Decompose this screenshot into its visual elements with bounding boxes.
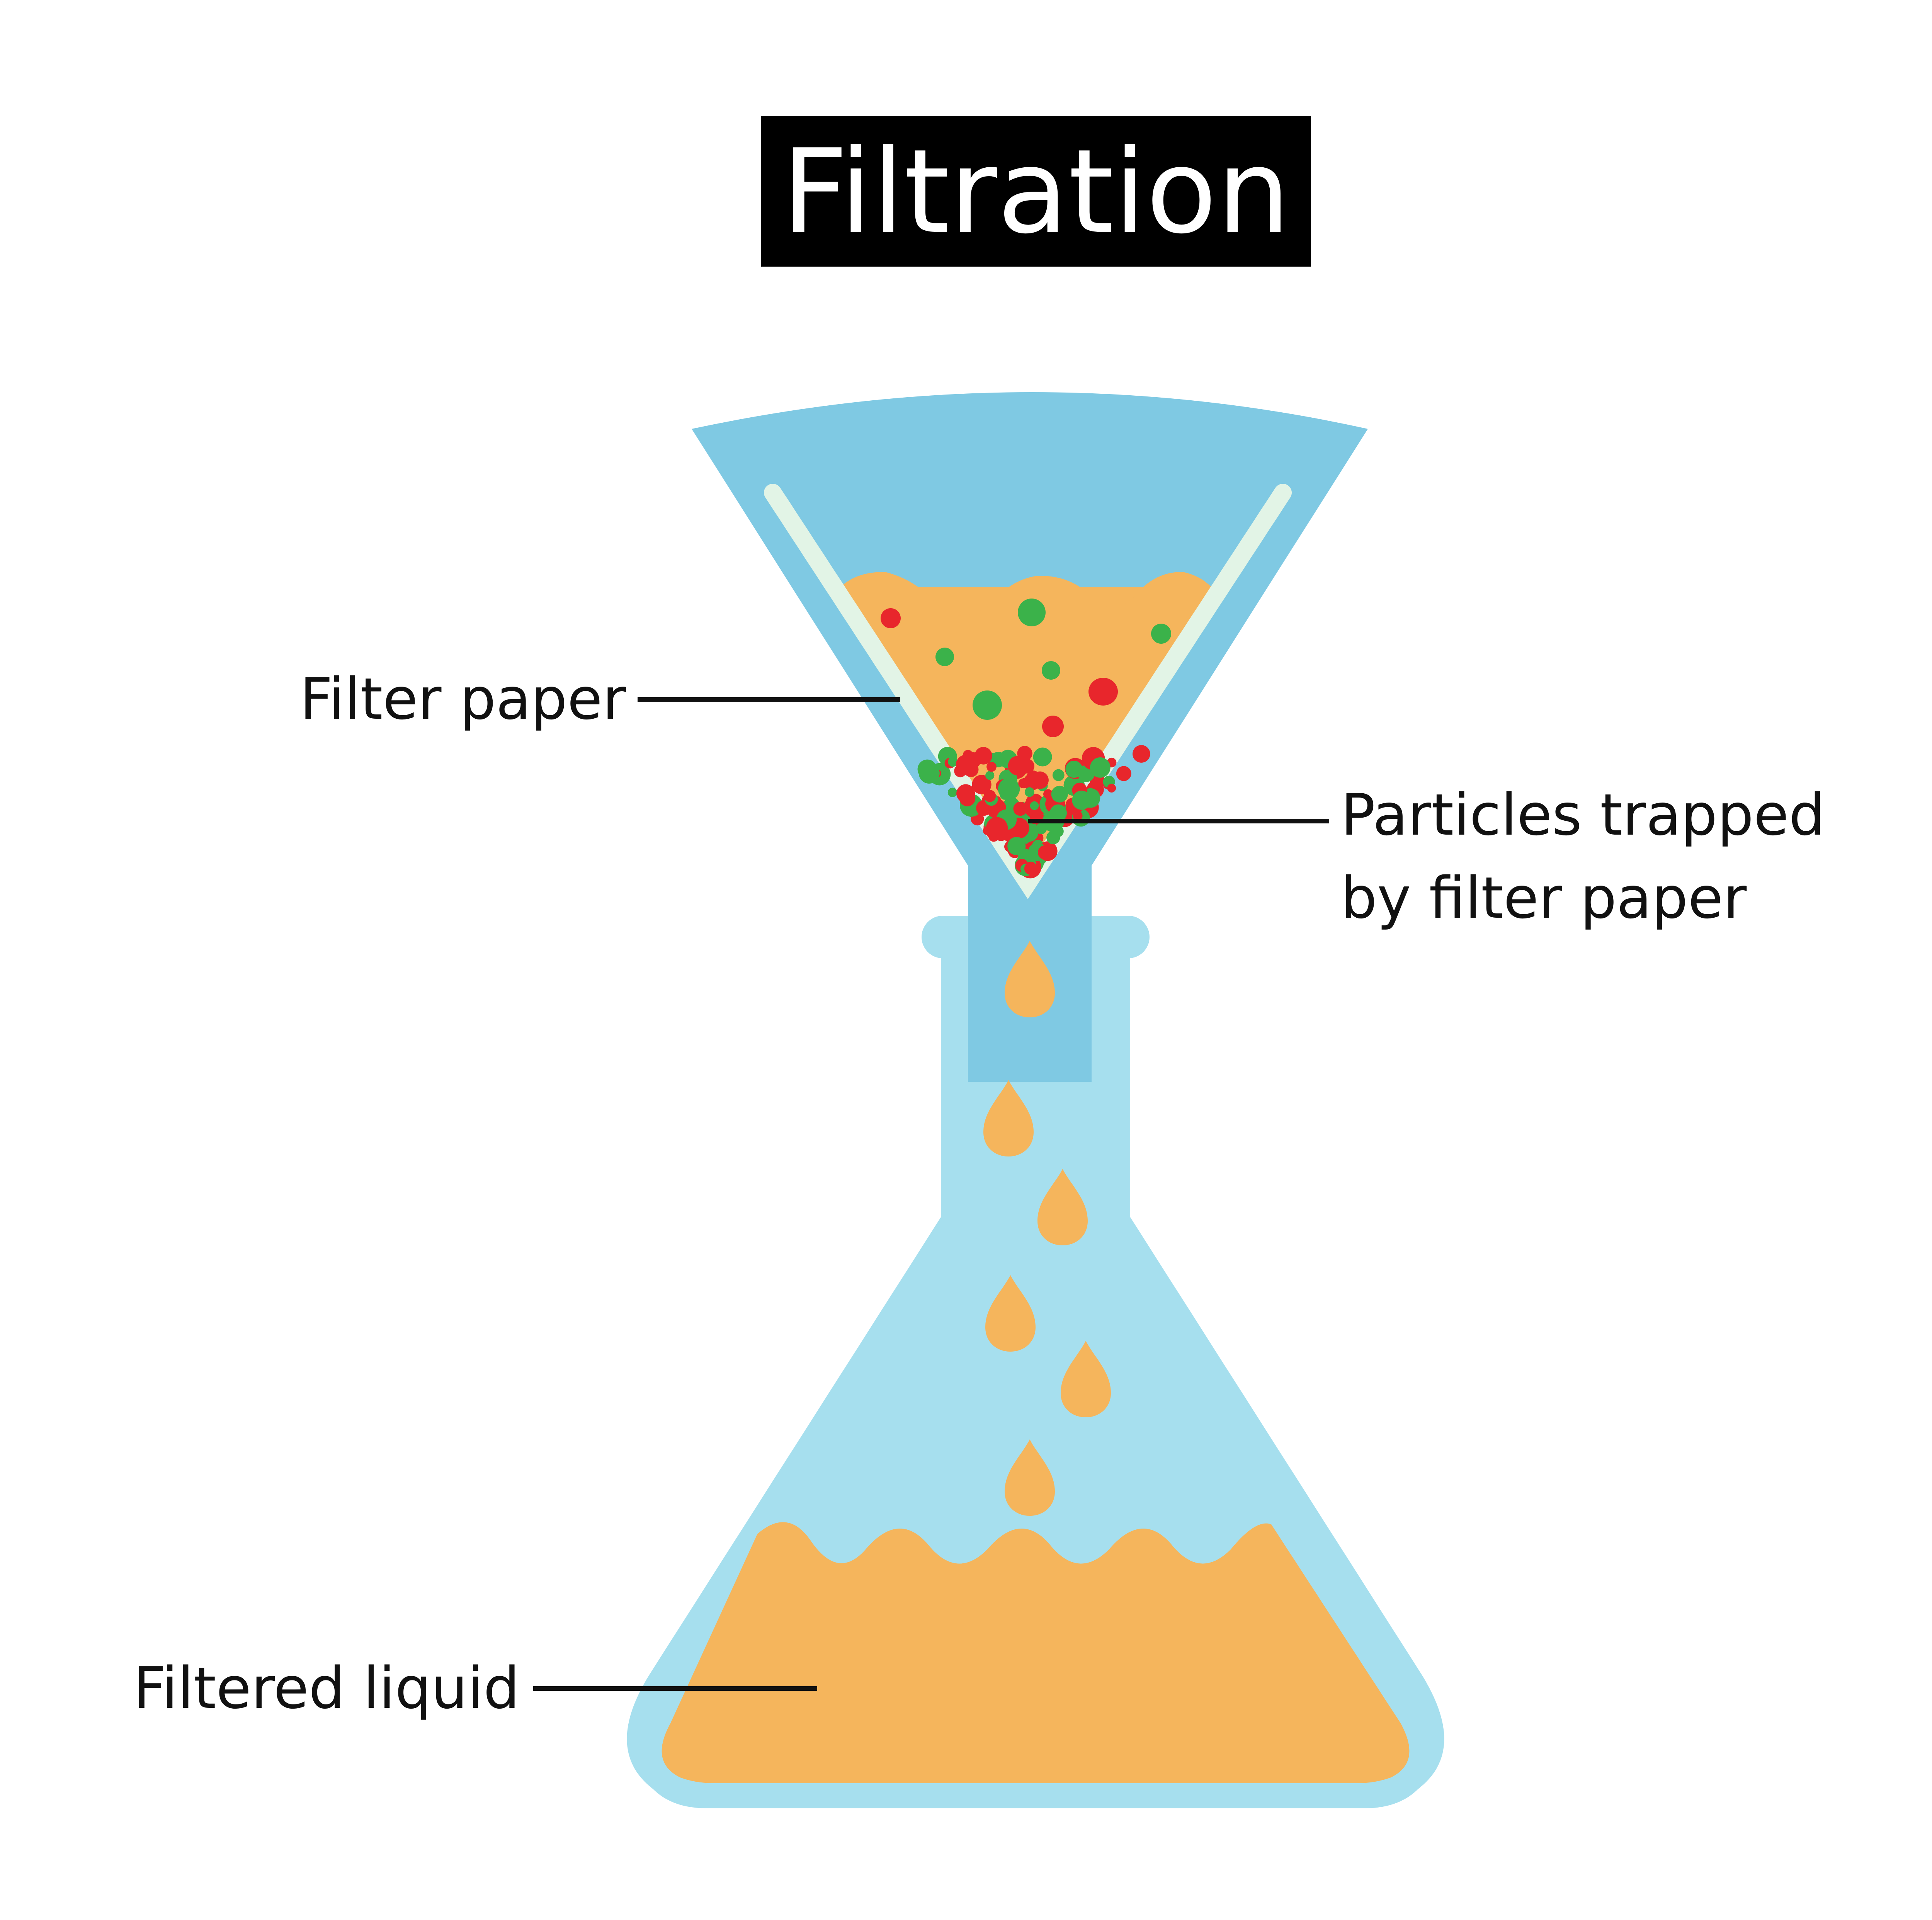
trapped-particles bbox=[917, 745, 1150, 879]
trapped-particle bbox=[1133, 745, 1150, 763]
funnel-liquid-surface bbox=[838, 572, 1213, 616]
trapped-particle bbox=[1013, 801, 1027, 816]
trapped-particle bbox=[1090, 757, 1111, 778]
trapped-particle bbox=[1024, 787, 1034, 797]
filter-paper bbox=[764, 484, 1292, 900]
trapped-particle bbox=[986, 762, 997, 772]
trapped-particle bbox=[972, 775, 992, 794]
labels: Filter paper Particles trapped by filter… bbox=[133, 666, 1825, 1721]
funnel-residue-liquid bbox=[838, 587, 1213, 877]
trapped-particle bbox=[1073, 811, 1083, 821]
leader-lines bbox=[533, 697, 1329, 1691]
label-filter-paper: Filter paper bbox=[300, 666, 626, 732]
trapped-particle bbox=[948, 757, 958, 767]
trapped-particle bbox=[1072, 791, 1091, 810]
trapped-particle bbox=[1020, 778, 1030, 787]
trapped-particle bbox=[998, 778, 1020, 800]
trapped-particle bbox=[1031, 771, 1049, 789]
trapped-particle bbox=[985, 771, 995, 780]
title-background bbox=[761, 116, 1311, 267]
trapped-particle bbox=[1043, 789, 1053, 799]
trapped-particle bbox=[1007, 837, 1026, 855]
trapped-particle bbox=[1033, 747, 1052, 767]
trapped-particle bbox=[1052, 769, 1065, 781]
funnel-icon bbox=[692, 392, 1368, 1082]
suspended-particles bbox=[881, 599, 1171, 737]
filtered-liquid bbox=[662, 1522, 1410, 1783]
trapped-particle bbox=[917, 759, 937, 779]
trapped-particle bbox=[947, 787, 957, 797]
trapped-particle bbox=[1030, 801, 1039, 810]
label-filtered-liquid: Filtered liquid bbox=[133, 1655, 520, 1721]
trapped-particle bbox=[1046, 830, 1060, 845]
trapped-particle bbox=[1008, 756, 1028, 775]
label-particles-trapped-line1: Particles trapped bbox=[1341, 782, 1825, 848]
trapped-particle bbox=[986, 817, 1008, 839]
trapped-particle bbox=[1024, 862, 1037, 875]
trapped-particle bbox=[1038, 845, 1053, 860]
trapped-particle bbox=[956, 755, 976, 775]
title-banner: Filtration bbox=[761, 116, 1311, 267]
label-particles-trapped-line2: by filter paper bbox=[1341, 865, 1747, 931]
trapped-particle bbox=[1116, 766, 1131, 781]
trapped-particle bbox=[1051, 786, 1068, 803]
page-title: Filtration bbox=[782, 124, 1291, 259]
trapped-particle bbox=[1107, 784, 1116, 793]
trapped-particle bbox=[984, 790, 996, 802]
trapped-particle bbox=[956, 784, 975, 803]
